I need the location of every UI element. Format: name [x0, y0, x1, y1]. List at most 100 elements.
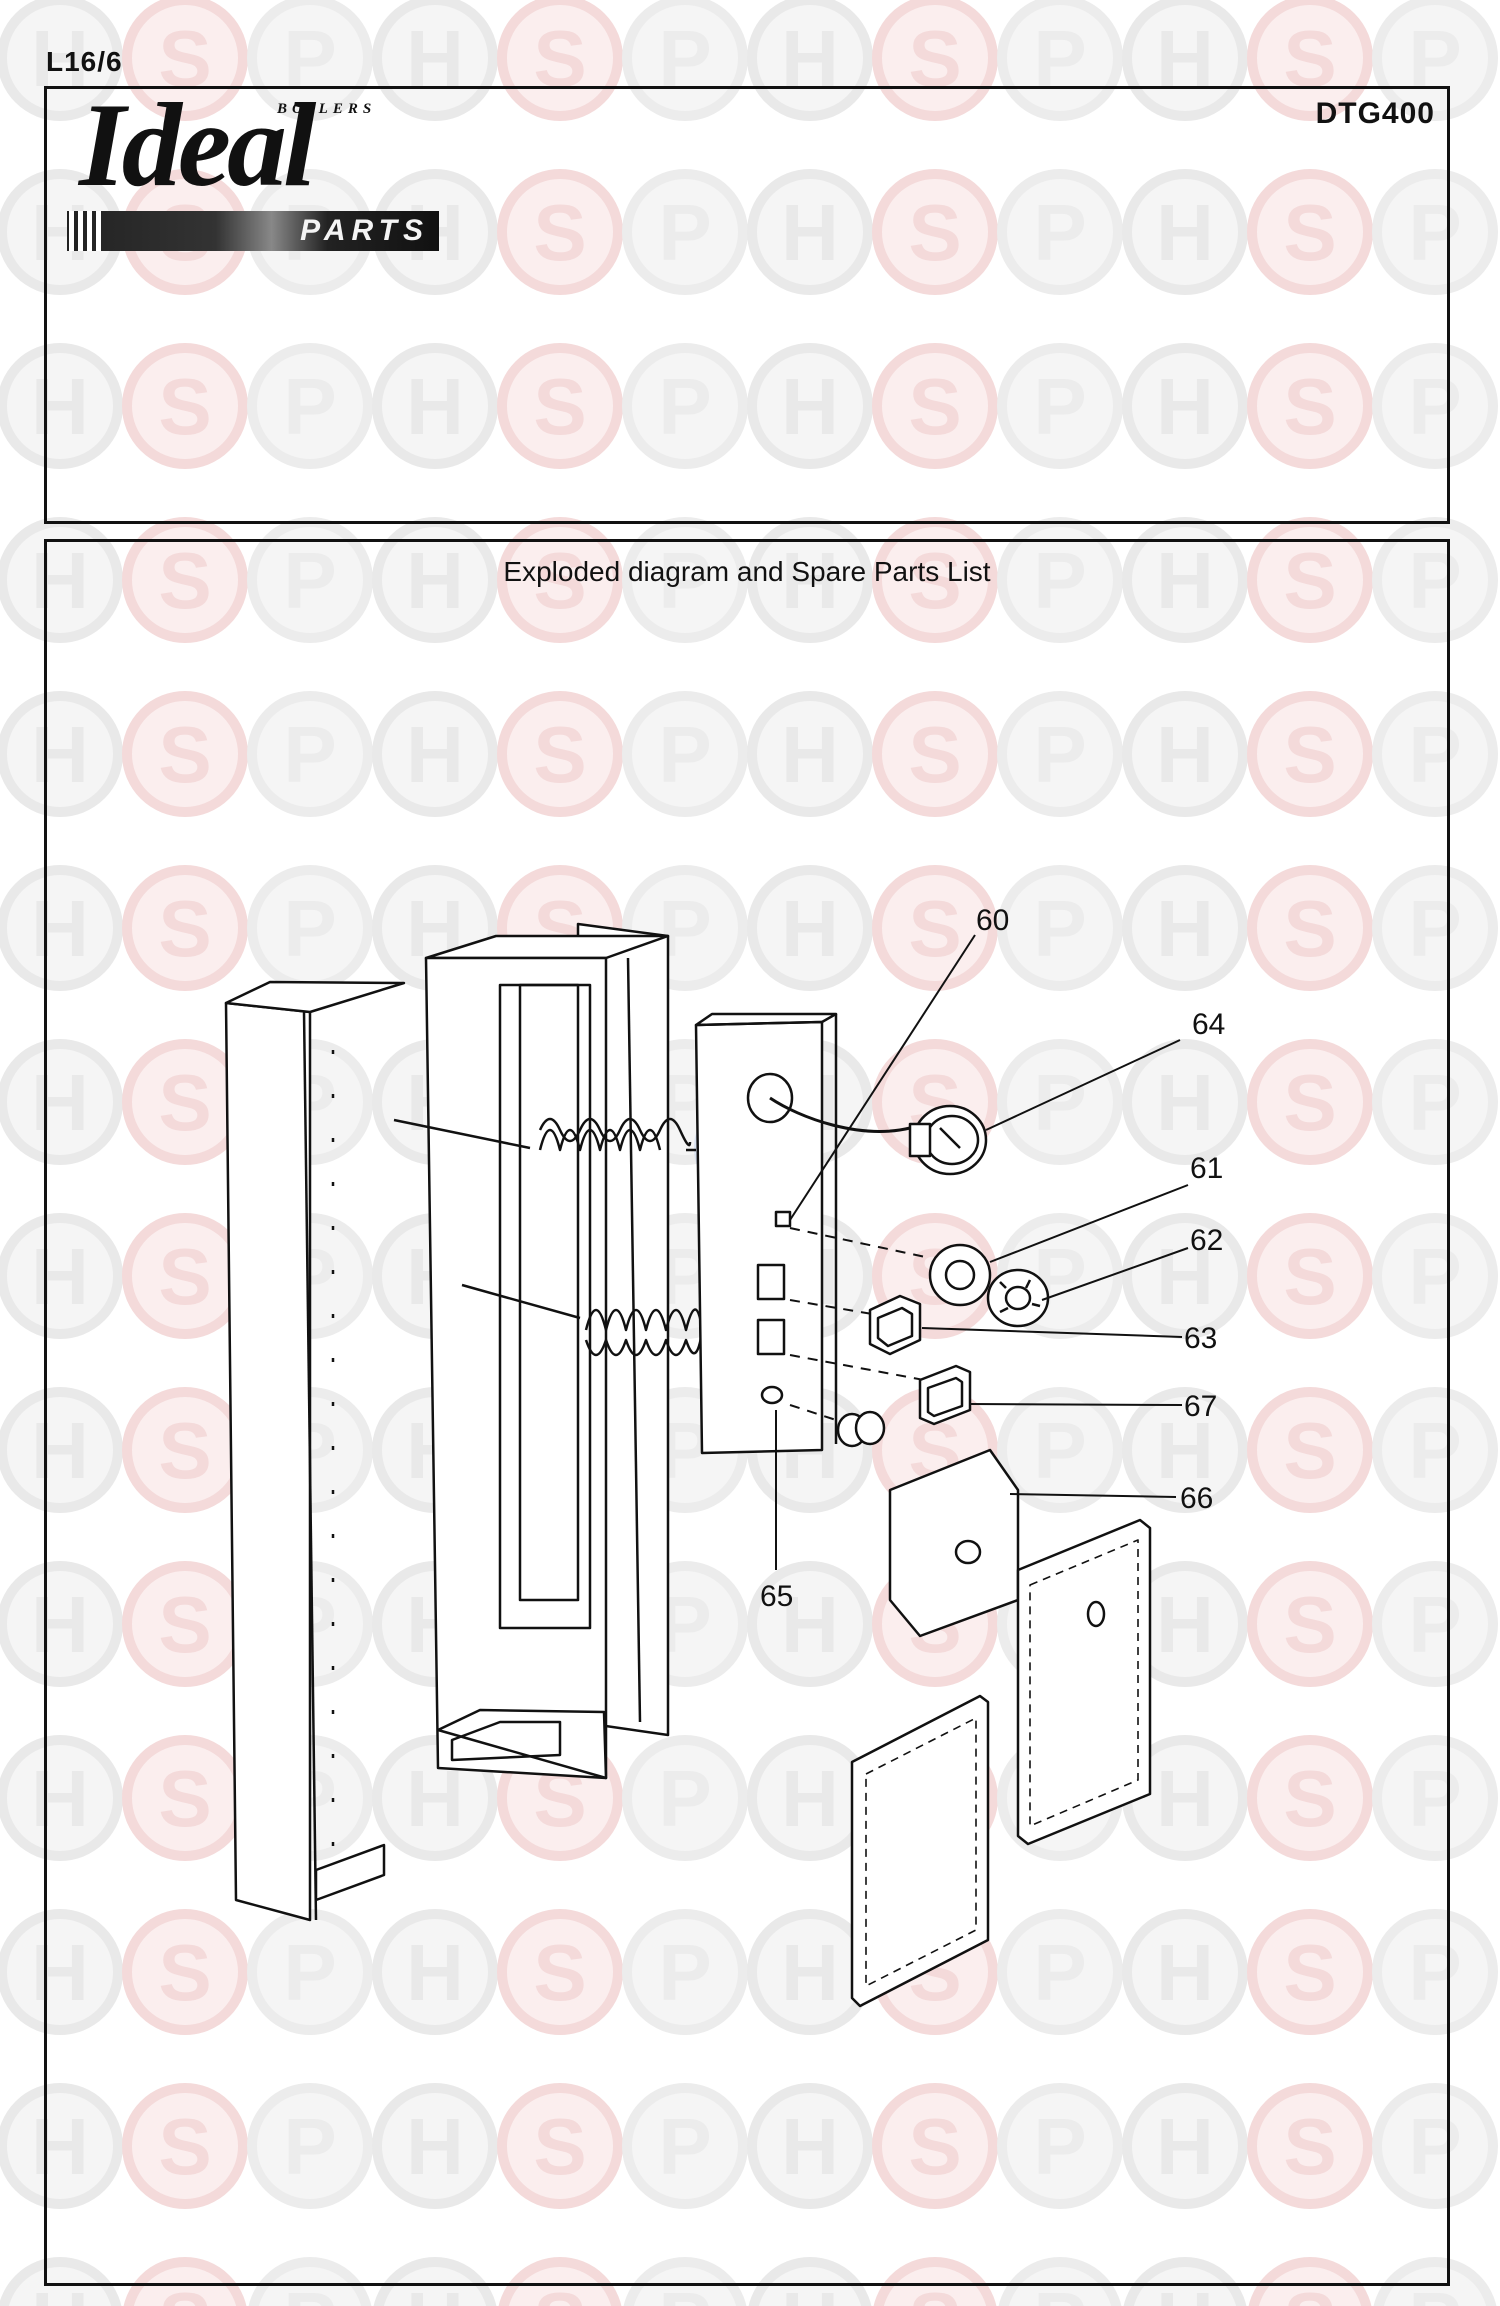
watermark-s-mark: S: [497, 2083, 623, 2209]
svg-text:P: P: [283, 2276, 336, 2306]
svg-text:H: H: [1156, 710, 1214, 799]
svg-text:S: S: [1283, 1754, 1336, 1843]
logo-stripes-icon: [69, 211, 101, 251]
watermark-h-mark: H: [0, 2083, 123, 2209]
watermark-s-mark: S: [122, 1039, 248, 1165]
watermark-h-mark: H: [0, 1213, 123, 1339]
watermark-p-mark: P: [247, 517, 373, 643]
label-plate-66: [888, 1448, 1020, 1638]
watermark-s-mark: S: [1247, 1561, 1373, 1687]
svg-text:S: S: [1283, 536, 1336, 625]
watermark-p-mark: P: [997, 343, 1123, 469]
svg-text:S: S: [1283, 1232, 1336, 1321]
watermark-h-mark: H: [372, 691, 498, 817]
svg-text:P: P: [283, 536, 336, 625]
watermark-p-mark: P: [247, 865, 373, 991]
ideal-logo: BOILERS Ideal PARTS: [57, 85, 477, 261]
svg-text:P: P: [1033, 1928, 1086, 2017]
callout-65: 65: [760, 1580, 793, 1613]
watermark-p-mark: P: [1372, 343, 1498, 469]
watermark-h-mark: H: [1122, 2083, 1248, 2209]
svg-text:P: P: [1408, 2102, 1461, 2191]
watermark-s-mark: S: [497, 691, 623, 817]
watermark-p-mark: P: [997, 2083, 1123, 2209]
callout-61: 61: [1190, 1152, 1223, 1185]
svg-text:P: P: [658, 2276, 711, 2306]
svg-text:P: P: [1408, 1754, 1461, 1843]
watermark-p-mark: P: [1372, 1039, 1498, 1165]
watermark-h-mark: H: [747, 169, 873, 295]
watermark-h-mark: H: [372, 343, 498, 469]
watermark-h-mark: H: [1122, 865, 1248, 991]
svg-text:S: S: [533, 362, 586, 451]
svg-text:P: P: [1408, 1406, 1461, 1495]
svg-text:S: S: [1283, 188, 1336, 277]
watermark-h-mark: H: [372, 2083, 498, 2209]
svg-text:S: S: [533, 188, 586, 277]
svg-text:H: H: [781, 1754, 839, 1843]
watermark-s-mark: S: [1247, 1909, 1373, 2035]
diagram-title: Exploded diagram and Spare Parts List: [503, 556, 991, 587]
svg-text:S: S: [1283, 1928, 1336, 2017]
watermark-h-mark: H: [1122, 343, 1248, 469]
svg-text:H: H: [31, 1580, 89, 1669]
watermark-p-mark: P: [247, 691, 373, 817]
svg-text:S: S: [158, 1232, 211, 1321]
svg-text:H: H: [1156, 362, 1214, 451]
watermark-s-mark: S: [122, 691, 248, 817]
svg-text:P: P: [1033, 884, 1086, 973]
watermark-p-mark: P: [622, 2083, 748, 2209]
control-fascia: [686, 1012, 838, 1455]
watermark-p-mark: P: [622, 691, 748, 817]
watermark-s-mark: S: [497, 517, 623, 643]
dial-62: [986, 1268, 1050, 1328]
svg-text:H: H: [781, 188, 839, 277]
watermark-p-mark: P: [1372, 1909, 1498, 2035]
watermark-p-mark: P: [997, 691, 1123, 817]
svg-text:S: S: [1283, 884, 1336, 973]
rear-chassis: [424, 922, 670, 1780]
svg-text:P: P: [1033, 1058, 1086, 1147]
svg-text:P: P: [1408, 536, 1461, 625]
watermark-s-mark: S: [122, 2083, 248, 2209]
watermark-h-mark: H: [747, 691, 873, 817]
watermark-p-mark: P: [622, 1909, 748, 2035]
svg-text:P: P: [658, 536, 711, 625]
front-door-upper: [1016, 1518, 1152, 1846]
svg-text:H: H: [1156, 884, 1214, 973]
svg-text:S: S: [908, 884, 961, 973]
watermark-s-mark: S: [122, 865, 248, 991]
svg-text:P: P: [1408, 1058, 1461, 1147]
neon-lamp: [836, 1410, 886, 1448]
watermark-h-mark: H: [1122, 169, 1248, 295]
svg-text:S: S: [533, 2102, 586, 2191]
svg-text:S: S: [158, 1406, 211, 1495]
watermark-h-mark: H: [0, 343, 123, 469]
watermark-s-mark: S: [1247, 343, 1373, 469]
watermark-s-mark: S: [122, 1213, 248, 1339]
watermark-h-mark: H: [747, 343, 873, 469]
thermostat-gauge: [908, 1104, 988, 1176]
side-panel: [224, 980, 406, 1922]
svg-text:P: P: [283, 2102, 336, 2191]
svg-text:P: P: [1033, 536, 1086, 625]
svg-text:P: P: [658, 362, 711, 451]
watermark-h-mark: H: [0, 865, 123, 991]
svg-text:H: H: [31, 710, 89, 799]
watermark-p-mark: P: [622, 169, 748, 295]
svg-text:S: S: [158, 2276, 211, 2306]
watermark-s-mark: S: [1247, 865, 1373, 991]
svg-text:S: S: [158, 536, 211, 625]
watermark-s-mark: S: [1247, 691, 1373, 817]
callout-leaders: [775, 934, 1189, 1570]
logo-sub-brand: PARTS: [300, 214, 429, 247]
svg-text:H: H: [1156, 2102, 1214, 2191]
watermark-s-mark: S: [1247, 169, 1373, 295]
callout-64: 64: [1192, 1008, 1225, 1041]
watermark-p-mark: P: [997, 169, 1123, 295]
switch-63: [868, 1294, 922, 1356]
watermark-p-mark: P: [997, 1387, 1123, 1513]
svg-text:P: P: [658, 1754, 711, 1843]
header-panel: BOILERS Ideal PARTS DTG400: [44, 85, 1450, 524]
svg-text:H: H: [31, 1232, 89, 1321]
